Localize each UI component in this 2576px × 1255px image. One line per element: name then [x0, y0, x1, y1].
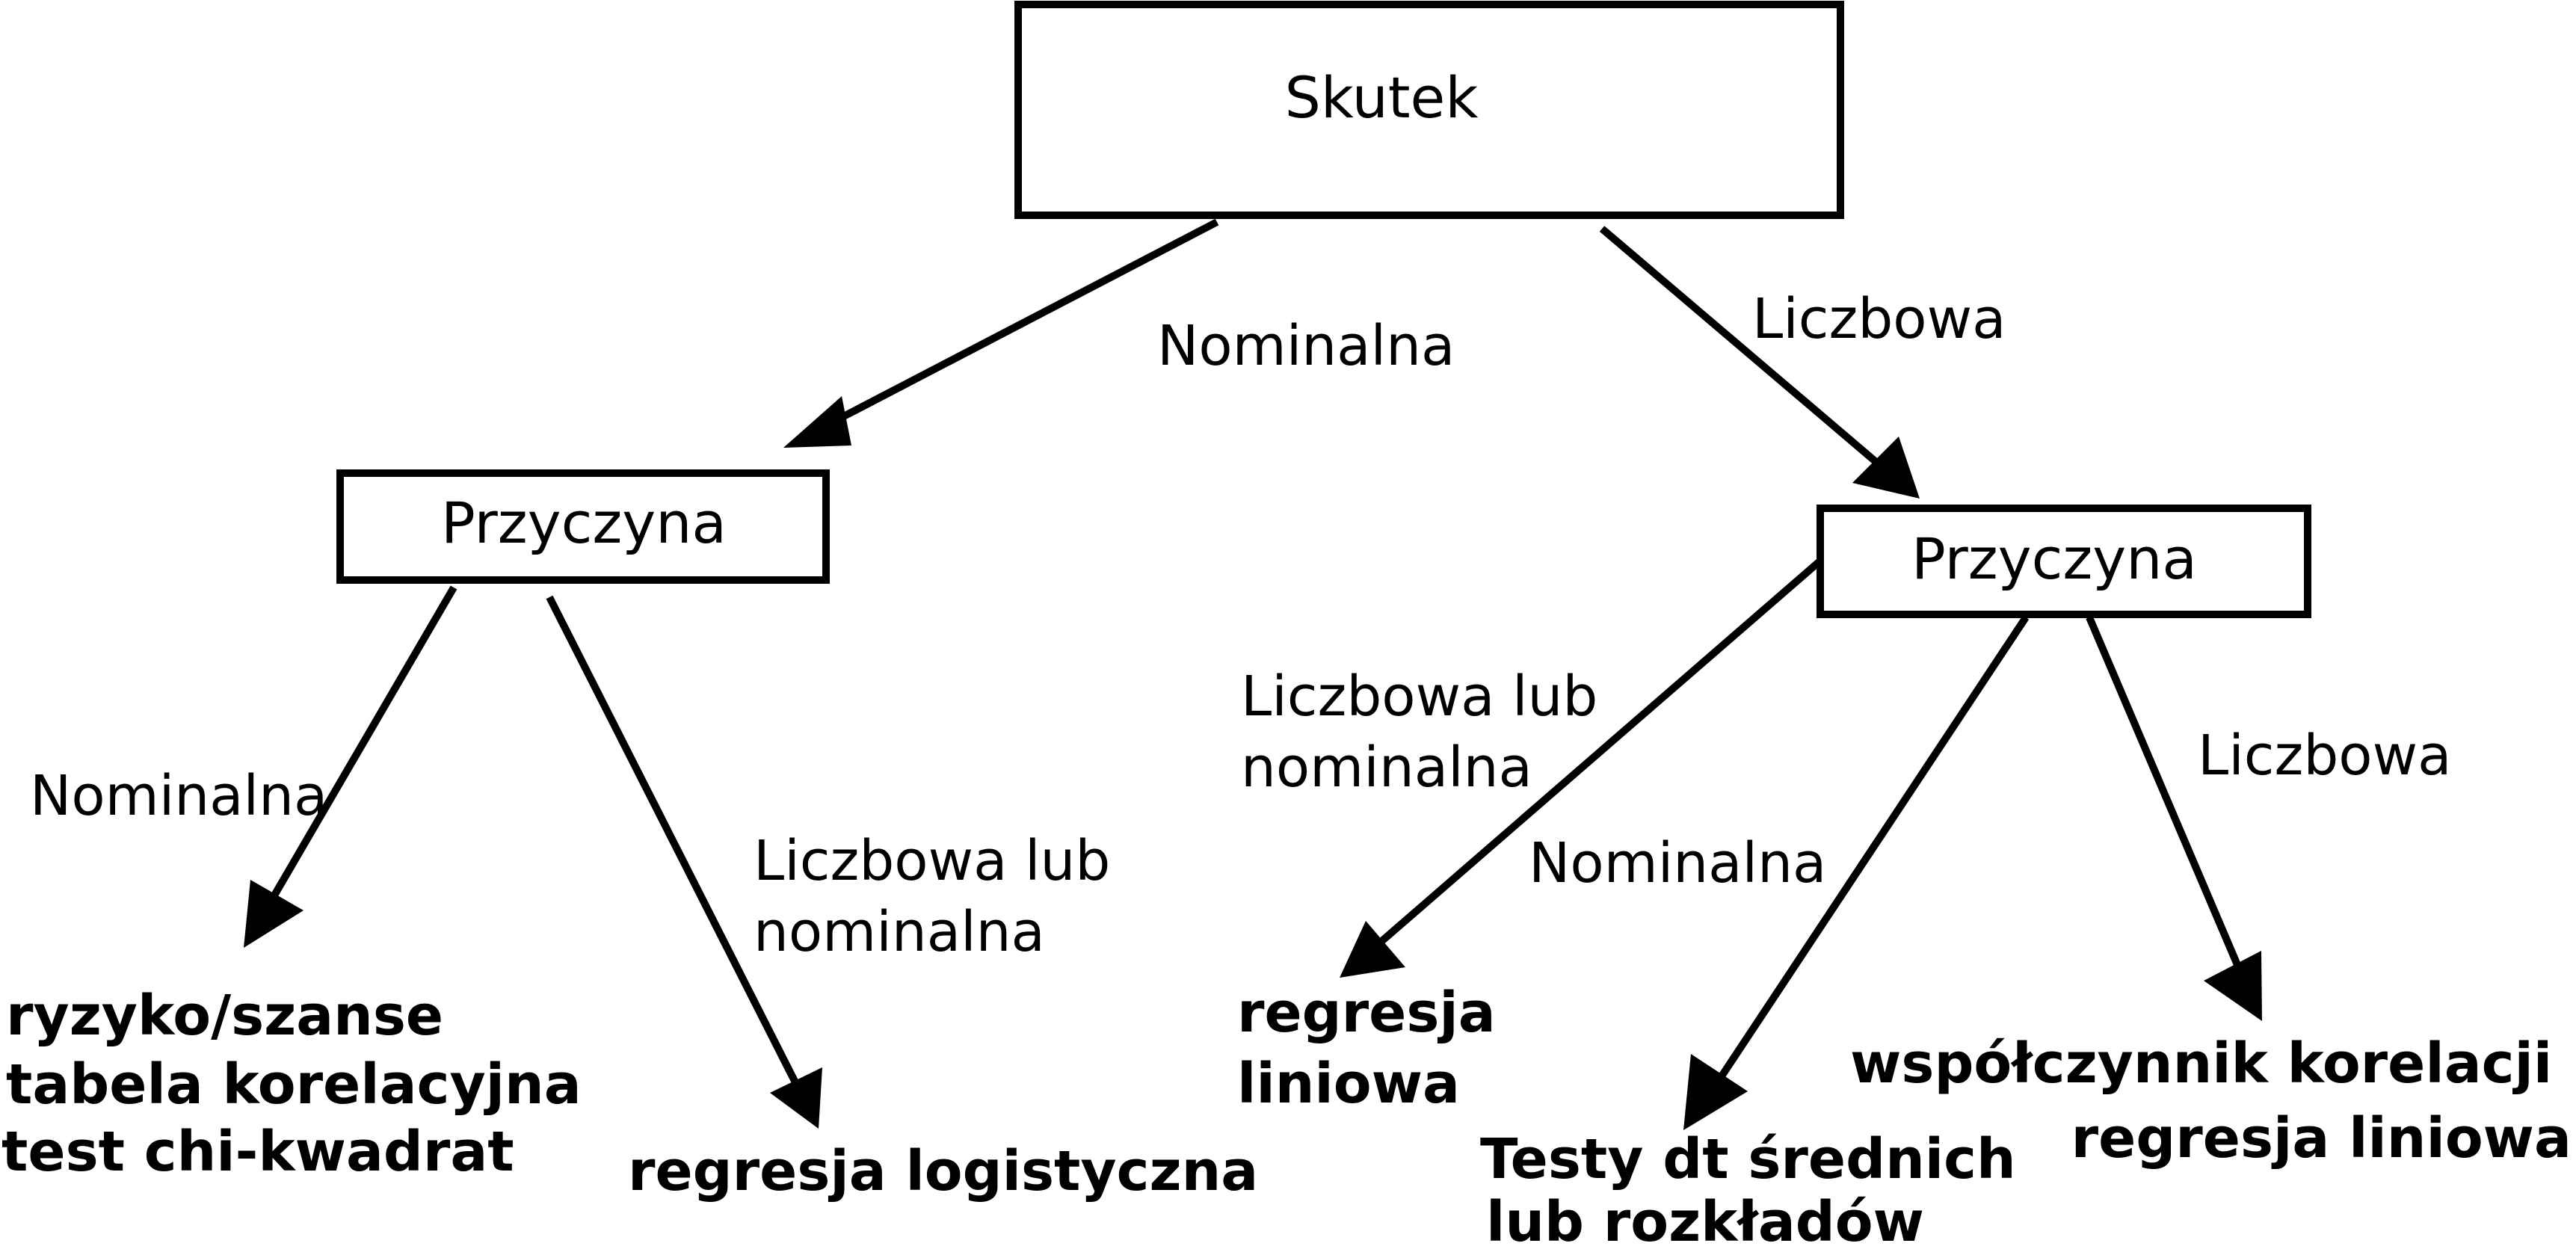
- effect-node: Skutek: [1014, 1, 1844, 219]
- cause-right-label: Przyczyna: [1911, 525, 2197, 592]
- result-right-nominal-line-1: Testy dt średnich: [1480, 1127, 2016, 1191]
- edge-label-right-mixed-line-1: Liczbowa lub: [1241, 664, 1597, 729]
- edge-label-left-mixed-line-2: nominalna: [754, 900, 1045, 964]
- arrow-right-mixed: [1340, 559, 1822, 978]
- edge-label-right-nominal: Nominalna: [1529, 831, 1826, 895]
- edge-label-right-mixed: Liczbowa lub nominalna: [1241, 664, 1615, 800]
- edge-label-left-mixed: Liczbowa lub nominalna: [754, 829, 1128, 964]
- result-right-mixed: regresja liniowa: [1237, 981, 1515, 1116]
- result-right-nominal: Testy dt średnich lub rozkładów: [1480, 1127, 2035, 1254]
- result-right-numeric-line-2: regresja liniowa: [2071, 1106, 2572, 1171]
- edge-label-effect-to-left: Nominalna: [1157, 314, 1455, 378]
- edge-label-left-mixed-line-1: Liczbowa lub: [754, 829, 1110, 893]
- arrow-left-mixed: [546, 595, 822, 1129]
- cause-right-node: Przyczyna: [1817, 505, 2311, 618]
- result-right-mixed-line-2: liniowa: [1237, 1052, 1460, 1116]
- result-left-nominal-line-3: test chi-kwadrat: [1, 1120, 514, 1184]
- result-left-nominal-line-1: ryzyko/szanse: [6, 984, 443, 1048]
- arrow-left-nominal: [244, 585, 457, 948]
- result-right-numeric: współczynnik korelacji regresja liniowa: [1850, 1032, 2572, 1171]
- result-right-mixed-line-1: regresja: [1237, 981, 1496, 1045]
- arrow-effect-to-left: [783, 218, 1219, 448]
- arrow-right-numeric: [2086, 616, 2262, 1021]
- edge-label-left-nominal: Nominalna: [30, 764, 327, 828]
- cause-left-label: Przyczyna: [441, 490, 727, 556]
- cause-right-box: [1817, 505, 2311, 618]
- arrow-effect-to-right: [1599, 226, 1920, 499]
- result-left-nominal-line-2: tabela korelacyjna: [6, 1052, 582, 1117]
- effect-box: [1014, 1, 1844, 219]
- result-right-nominal-line-2: lub rozkładów: [1486, 1190, 1924, 1254]
- result-left-mixed: regresja logistyczna: [628, 1139, 1258, 1203]
- cause-left-box: [336, 469, 830, 584]
- edge-label-effect-to-right: Liczbowa: [1752, 287, 2006, 351]
- edge-label-right-mixed-line-2: nominalna: [1241, 736, 1532, 800]
- result-right-numeric-line-1: współczynnik korelacji: [1850, 1032, 2552, 1096]
- cause-left-node: Przyczyna: [336, 469, 830, 584]
- result-left-nominal: ryzyko/szanse tabela korelacyjna test ch…: [1, 984, 600, 1184]
- effect-label: Skutek: [1285, 64, 1479, 131]
- edge-label-right-numeric: Liczbowa: [2198, 724, 2451, 788]
- arrow-right-nominal: [1683, 615, 2030, 1130]
